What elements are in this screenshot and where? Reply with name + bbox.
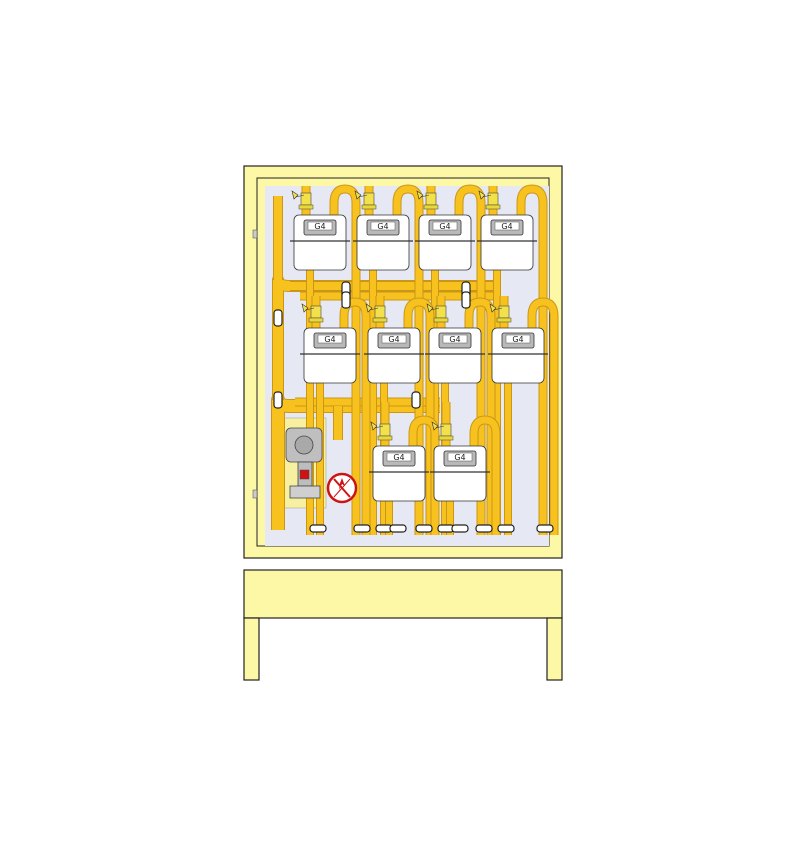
gas-pipe — [340, 298, 370, 535]
meter-counter — [505, 334, 531, 344]
gas-meter: G4 — [300, 327, 360, 384]
union-fitting — [496, 317, 512, 323]
gas-meter: G4 — [369, 445, 429, 502]
meter-counter — [432, 221, 458, 231]
union-fitting — [433, 317, 449, 323]
gas-pipe — [330, 185, 360, 535]
pipe-clamp — [353, 524, 371, 533]
ball-valve-icon — [498, 305, 510, 319]
meter-label: G4 — [439, 222, 450, 231]
door-hinge-icon — [252, 489, 258, 499]
valve-handle-icon — [301, 303, 315, 313]
meter-counter — [386, 452, 412, 462]
meter-counter — [381, 334, 407, 344]
union-fitting — [372, 317, 388, 323]
valve-handle-icon — [478, 190, 492, 200]
meter-counter — [442, 334, 468, 344]
pipe-clamp — [273, 309, 283, 327]
union-fitting — [485, 204, 501, 210]
pipe-clamp — [389, 524, 407, 533]
pipe-clamp — [461, 291, 471, 309]
meter-label: G4 — [393, 453, 404, 462]
ball-valve-icon — [487, 192, 499, 206]
meter-counter — [307, 221, 333, 231]
meter-label: G4 — [377, 222, 388, 231]
gas-meter: G4 — [425, 327, 485, 384]
pipe-clamp — [497, 524, 515, 533]
union-fitting — [438, 435, 454, 441]
gas-meter: G4 — [290, 214, 350, 271]
union-fitting — [423, 204, 439, 210]
valve-handle-icon — [370, 421, 384, 431]
meter-label: G4 — [449, 335, 460, 344]
ball-valve-icon — [425, 192, 437, 206]
ball-valve-icon — [374, 305, 386, 319]
gas-meter: G4 — [415, 214, 475, 271]
gas-meter: G4 — [353, 214, 413, 271]
meter-label: G4 — [314, 222, 325, 231]
valve-handle-icon — [426, 303, 440, 313]
gas-meter: G4 — [364, 327, 424, 384]
meter-counter — [317, 334, 343, 344]
pipe-clamp — [451, 524, 469, 533]
pipe-clamp — [309, 524, 327, 533]
valve-handle-icon — [354, 190, 368, 200]
pipe-clamp — [411, 391, 421, 409]
ball-valve-icon — [440, 423, 452, 437]
ball-valve-icon — [435, 305, 447, 319]
meter-label: G4 — [324, 335, 335, 344]
gas-meter: G4 — [430, 445, 490, 502]
pipe-clamp — [536, 524, 554, 533]
gas-pipe — [273, 275, 500, 400]
ball-valve-icon — [310, 305, 322, 319]
valve-handle-icon — [416, 190, 430, 200]
no-open-flame-icon — [326, 472, 358, 504]
meter-counter — [494, 221, 520, 231]
gas-meter: G4 — [488, 327, 548, 384]
door-hinge-icon — [252, 229, 258, 239]
valve-handle-icon — [365, 303, 379, 313]
meter-counter — [447, 452, 473, 462]
ball-valve-icon — [363, 192, 375, 206]
meter-label: G4 — [388, 335, 399, 344]
gas-pipe — [465, 298, 495, 535]
gas-regulator-icon — [285, 427, 323, 499]
meter-label: G4 — [501, 222, 512, 231]
leg-right — [546, 617, 563, 681]
plinth — [243, 569, 563, 619]
ball-valve-icon — [379, 423, 391, 437]
meter-counter — [370, 221, 396, 231]
leg-left — [243, 617, 260, 681]
meter-label: G4 — [512, 335, 523, 344]
ball-valve-icon — [300, 192, 312, 206]
valve-handle-icon — [489, 303, 503, 313]
fittings — [273, 190, 554, 533]
valve-handle-icon — [431, 421, 445, 431]
valve-handle-icon — [291, 190, 305, 200]
pipe-clamp — [475, 524, 493, 533]
union-fitting — [377, 435, 393, 441]
pipe-clamp — [415, 524, 433, 533]
union-fitting — [361, 204, 377, 210]
gas-meter: G4 — [477, 214, 537, 271]
pipe-clamp — [273, 391, 283, 409]
pipe-clamp — [341, 291, 351, 309]
gas-pipe — [528, 298, 558, 535]
meter-label: G4 — [454, 453, 465, 462]
union-fitting — [298, 204, 314, 210]
gas-pipe — [470, 416, 500, 535]
union-fitting — [308, 317, 324, 323]
gas-pipe — [517, 185, 547, 535]
